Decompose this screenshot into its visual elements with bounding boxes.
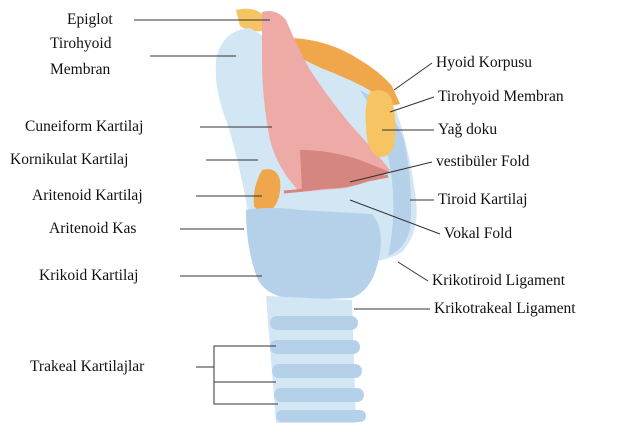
label-trakeal-kartilajlar: Trakeal Kartilajlar (30, 358, 144, 376)
label-yag-doku: Yağ doku (438, 121, 497, 139)
leader-hyoid (394, 63, 432, 90)
label-tirohyoid-left-line2: Membran (50, 61, 110, 79)
tracheal-ring (272, 364, 362, 378)
fat-pad (366, 90, 396, 157)
tracheal-ring (270, 316, 358, 330)
cricoid-cartilage (246, 208, 381, 300)
label-cuneiform-kartilaj: Cuneiform Kartilaj (25, 118, 143, 136)
tracheal-ring (276, 410, 366, 422)
label-vestibuler-fold: vestibüler Fold (436, 153, 529, 171)
label-vokal-fold: Vokal Fold (444, 225, 512, 243)
label-tirohyoid-left-line1: Tirohyoid (50, 35, 111, 53)
label-hyoid-korpusu: Hyoid Korpusu (436, 54, 532, 72)
label-aritenoid-kas: Aritenoid Kas (49, 220, 136, 238)
leader-trakeal-low (214, 367, 278, 404)
label-tiroid-kartilaj: Tiroid Kartilaj (438, 191, 527, 209)
leader-krikotiroid (398, 262, 428, 281)
label-kornikulat-kartilaj: Kornikulat Kartilaj (10, 151, 128, 169)
label-krikoid-kartilaj: Krikoid Kartilaj (39, 267, 138, 285)
leader-trakeal (214, 346, 276, 367)
tracheal-ring (274, 388, 364, 402)
label-krikotiroid-ligament: Krikotiroid Ligament (432, 272, 565, 290)
label-krikotrakeal-ligament: Krikotrakeal Ligament (434, 300, 576, 318)
label-aritenoid-kartilaj: Aritenoid Kartilaj (32, 187, 143, 205)
trachea (266, 296, 356, 423)
label-epiglot: Epiglot (67, 11, 113, 29)
tracheal-ring (270, 340, 360, 354)
label-tirohyoid-membran-right: Tirohyoid Membran (438, 88, 564, 106)
